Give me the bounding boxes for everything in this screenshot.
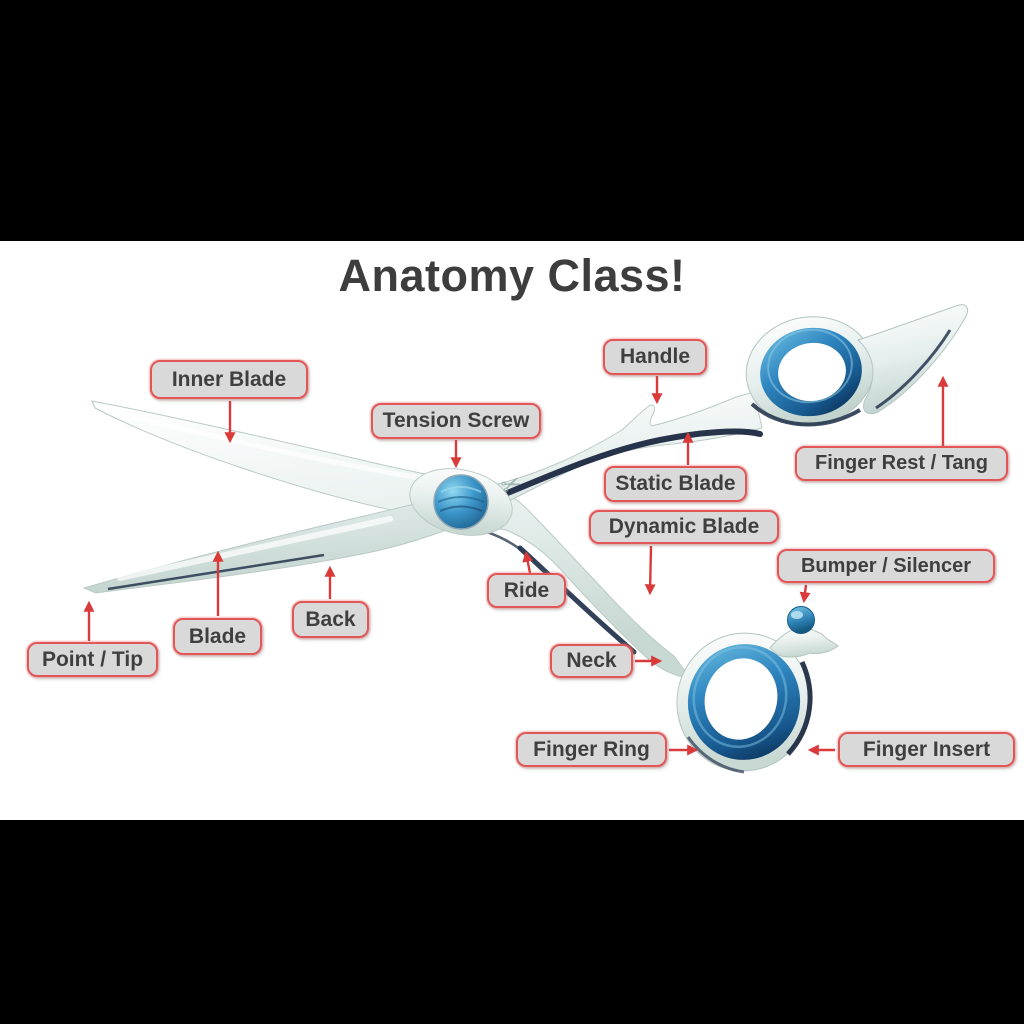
finger-rest-tang-shape: [857, 304, 969, 415]
label-finger-ring: Finger Ring: [516, 732, 667, 767]
finger-ring-shape: [676, 632, 813, 774]
label-dynamic-blade: Dynamic Blade: [589, 510, 779, 544]
label-ride: Ride: [487, 573, 566, 608]
label-handle: Handle: [603, 339, 707, 375]
thumb-ring: [745, 316, 875, 427]
label-tension-screw: Tension Screw: [371, 403, 541, 439]
diagram-title: Anatomy Class!: [338, 250, 686, 301]
label-back: Back: [292, 601, 369, 638]
static-blade-shape: [82, 391, 763, 594]
label-static-blade: Static Blade: [604, 466, 747, 502]
label-bumper-silencer: Bumper / Silencer: [777, 549, 995, 583]
label-finger-insert: Finger Insert: [838, 732, 1015, 767]
label-finger-rest-tang: Finger Rest / Tang: [795, 446, 1008, 481]
label-blade: Blade: [173, 618, 262, 655]
arrow-dynamic-blade: [644, 545, 656, 596]
arrow-ride: [522, 550, 534, 574]
callout-arrows: [83, 375, 949, 756]
label-neck: Neck: [550, 644, 633, 678]
tension-screw-shape: [409, 468, 513, 536]
label-inner-blade: Inner Blade: [150, 360, 308, 399]
label-point-tip: Point / Tip: [27, 642, 158, 677]
arrow-bumper-silencer: [799, 584, 811, 604]
bumper-knob: [769, 606, 839, 658]
